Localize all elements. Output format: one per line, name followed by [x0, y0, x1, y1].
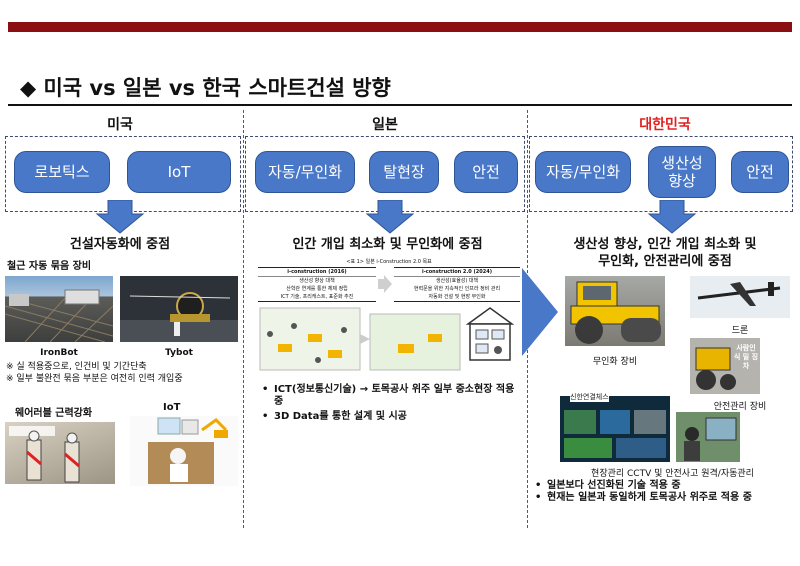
cctv-overlay-text: 신한연결체스	[570, 392, 609, 402]
ic-right-row: 생산성(효율성) 대책	[435, 278, 479, 284]
tybot-image	[120, 276, 238, 342]
ic-table-right: i-construction 2.0 (2024) 생산성(효율성) 대책 현력…	[394, 267, 520, 302]
ic-right-row: 현력문을 위한 지속적인 인프라 정비 관리	[413, 286, 501, 292]
japan-down-arrow	[365, 200, 415, 234]
korea-header: 대한민국	[639, 117, 691, 133]
column-separator-1	[243, 110, 244, 528]
ic-table-left: i-construction (2016) 생산성 향상 대책 산학관 연계를 …	[258, 267, 376, 302]
page-title: ◆ 미국 vs 일본 vs 한국 스마트건설 방향	[20, 76, 391, 100]
usa-header: 미국	[107, 117, 133, 133]
pill-iot: IoT	[127, 151, 231, 193]
pill-robotics: 로보틱스	[14, 151, 110, 193]
remote-management-image	[676, 412, 740, 462]
japan-bullet-2: 3D Data를 통한 설계 및 시공	[262, 411, 524, 423]
ic-left-header: i-construction (2016)	[258, 267, 376, 277]
ironbot-image	[5, 276, 113, 342]
wearable-image	[5, 422, 115, 484]
japan-header: 일본	[372, 117, 398, 133]
cctv-monitor-image	[560, 396, 670, 462]
japan-bullet-1: ICT(정보통신기술) → 토목공사 위주 일부 중소현장 적용 중	[262, 384, 524, 408]
ic-table-caption: <표 1> 일본 i-Construction 2.0 목표	[346, 259, 432, 265]
usa-subheading: 철근 자동 묶음 장비	[7, 261, 92, 272]
safety-equipment-label: 안전관리 장비	[713, 402, 767, 412]
ic-right-header: i-construction 2.0 (2024)	[394, 267, 520, 277]
korea-bullet-1: 일본보다 선진화된 기술 적용 중	[535, 480, 795, 492]
safety-overlay-text: 사람인 식 밀 징차	[733, 344, 759, 370]
drone-label: 드론	[731, 326, 749, 336]
iot-image	[130, 416, 238, 486]
title-underline	[8, 104, 792, 106]
wearable-label: 웨어러블 근력강화	[15, 408, 93, 419]
pill-korea-automation: 자동/무인화	[535, 151, 631, 193]
japan-construction-illustration	[258, 304, 520, 374]
ic-left-row: 생산성 향상 대책	[299, 278, 335, 284]
ic-right-row: 자동화 건설 및 현장 무인화	[394, 293, 520, 302]
usa-note-1: ※ 실 적용중으로, 인건비 및 기간단축	[6, 362, 147, 372]
usa-note-2: ※ 일부 불완전 묶음 부분은 여전히 인력 개입중	[6, 374, 183, 384]
korea-heading-line-2: 무인화, 안전관리에 중점	[598, 254, 732, 269]
pill-japan-automation: 자동/무인화	[255, 151, 355, 193]
korea-bullets: 일본보다 선진화된 기술 적용 중 현재는 일본과 동일하게 토목공사 위주로 …	[535, 480, 795, 504]
cctv-label: 현장관리 CCTV 및 안전사고 원격/자동관리	[591, 469, 754, 479]
big-right-arrow	[522, 268, 558, 356]
usa-heading: 건설자동화에 중점	[69, 237, 171, 252]
drone-image	[690, 276, 790, 318]
roller-label: 무인화 장비	[592, 357, 638, 367]
korea-heading: 생산성 향상, 인간 개입 최소화 및 무인화, 안전관리에 중점	[540, 236, 790, 270]
pill-offsite: 탈현장	[369, 151, 439, 193]
safety-equipment-image	[690, 338, 760, 394]
roller-image	[565, 276, 665, 346]
korea-heading-line-1: 생산성 향상, 인간 개입 최소화 및	[573, 237, 757, 252]
ic-left-row: ICT 기술, 프리캐스트, 표준화 추진	[258, 293, 376, 302]
japan-heading: 인간 개입 최소화 및 무인화에 중점	[292, 237, 483, 252]
pill-productivity: 생산성 향상	[648, 146, 716, 198]
ic-left-row: 산학관 연계를 통한 체제 정립	[286, 286, 348, 292]
korea-bullet-2: 현재는 일본과 동일하게 토목공사 위주로 적용 중	[535, 492, 795, 504]
title-accent-bar	[8, 22, 792, 32]
ironbot-label: IronBot	[40, 348, 78, 358]
usa-down-arrow	[95, 200, 145, 234]
tybot-label: Tybot	[165, 348, 193, 358]
iot-label: IoT	[163, 402, 181, 413]
korea-down-arrow	[647, 200, 697, 234]
pill-korea-safety: 안전	[731, 151, 789, 193]
japan-bullets: ICT(정보통신기술) → 토목공사 위주 일부 중소현장 적용 중 3D Da…	[262, 384, 524, 423]
table-right-arrow-icon	[378, 275, 392, 293]
pill-japan-safety: 안전	[454, 151, 518, 193]
